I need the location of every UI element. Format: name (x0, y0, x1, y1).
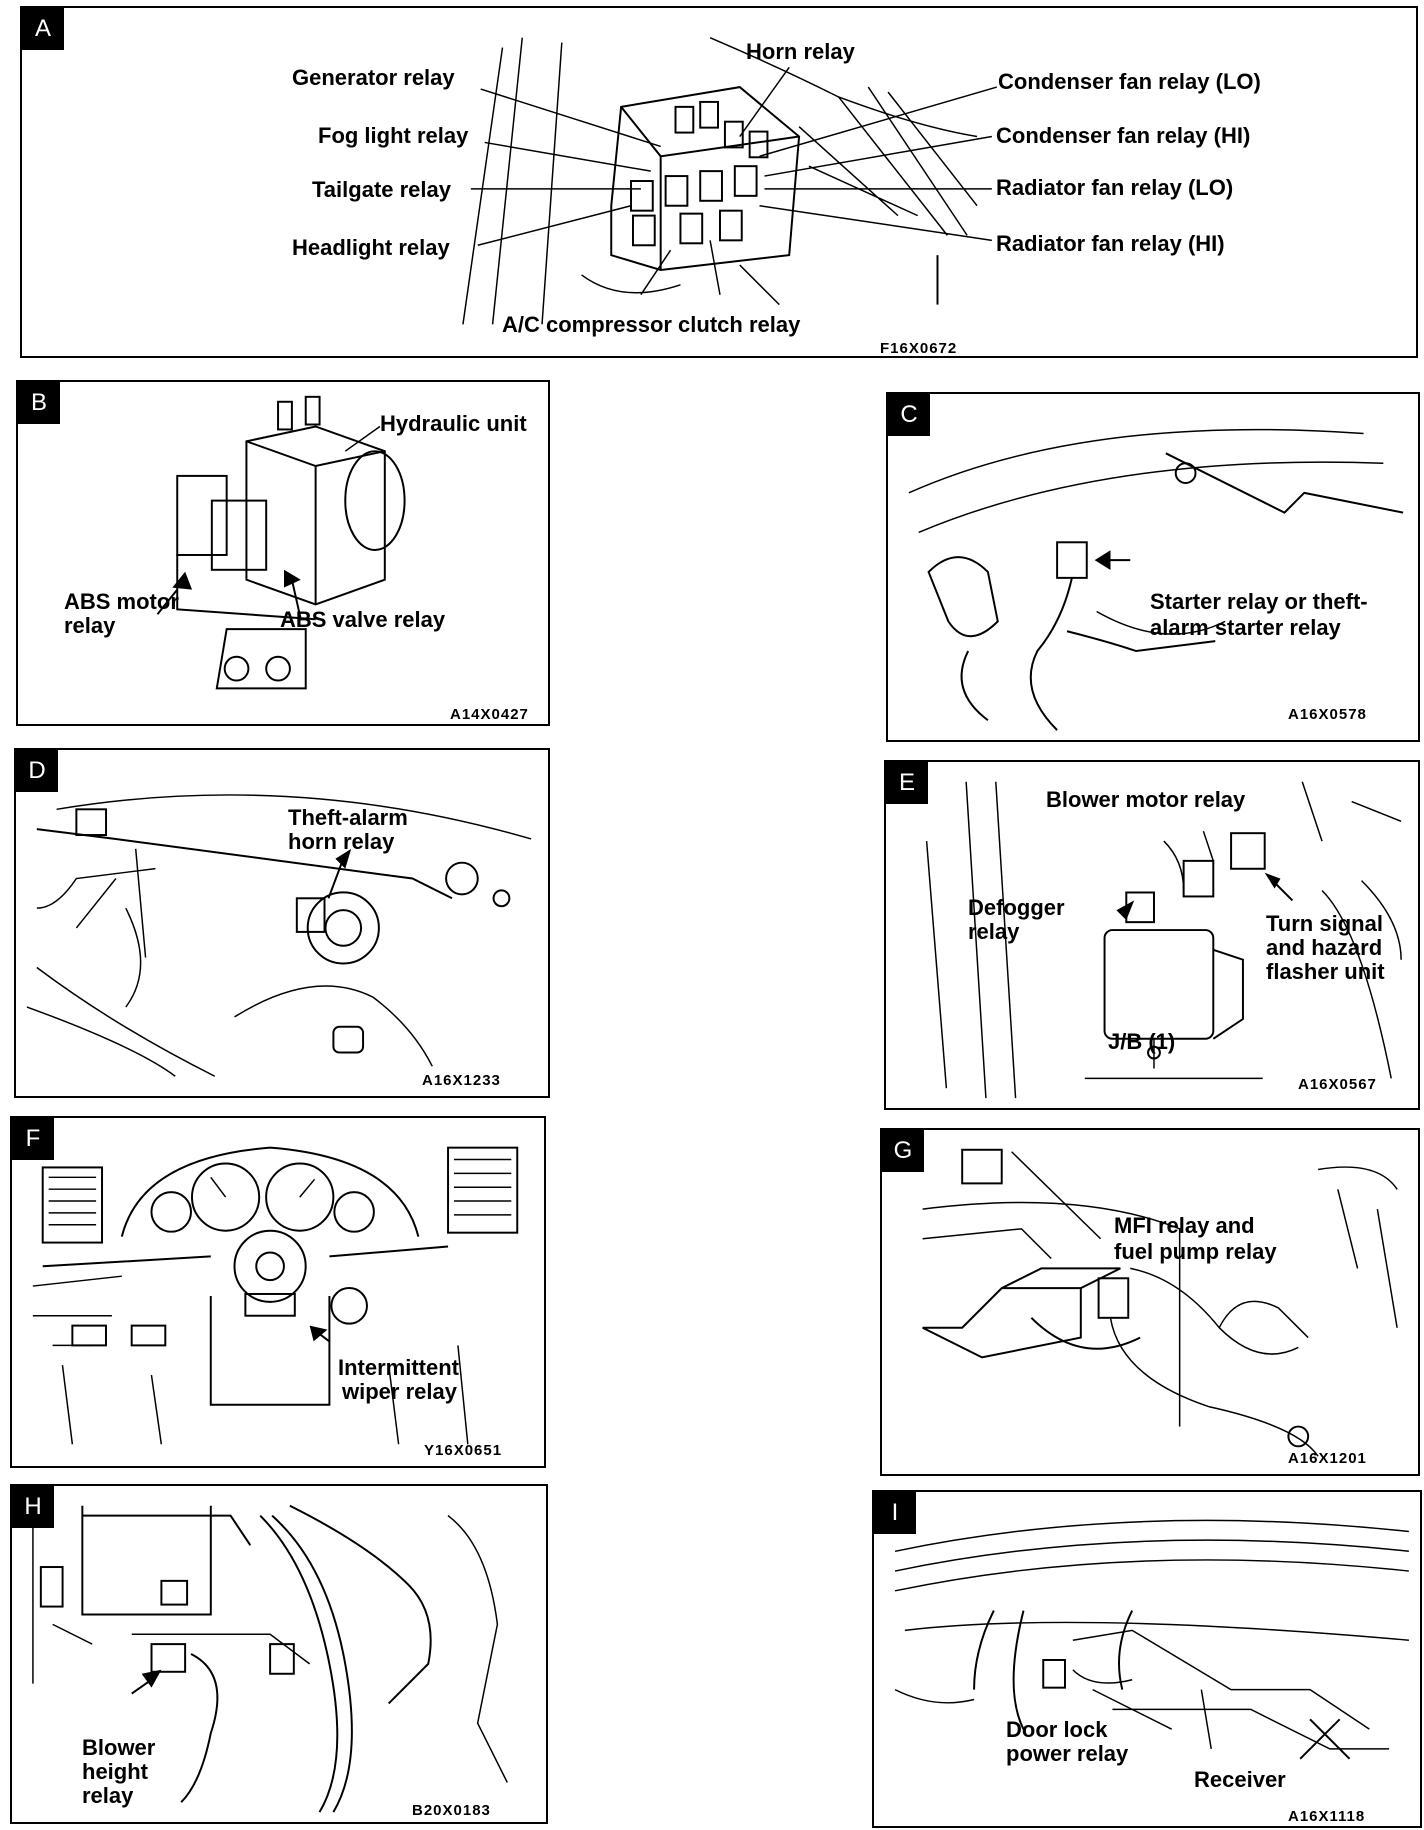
defogger-relay-label-1: Defogger (968, 895, 1065, 920)
intermittent-wiper-relay-label-2: wiper relay (342, 1379, 457, 1404)
door-lock-power-relay-label-1: Door lock (1006, 1717, 1108, 1742)
steering-column-illustration (32, 1146, 519, 1445)
condenser-fan-relay-hi-label: Condenser fan relay (HI) (996, 123, 1251, 148)
turn-signal-label-1: Turn signal (1266, 911, 1383, 936)
starter-relay-label-2: alarm starter relay (1150, 615, 1341, 640)
headlight-relay-label: Headlight relay (292, 235, 450, 260)
panel-d-letter: D (16, 750, 58, 792)
defogger-relay-label-2: relay (968, 919, 1020, 944)
blower-motor-relay-label: Blower motor relay (1046, 787, 1246, 812)
receiver-label: Receiver (1194, 1767, 1286, 1792)
intermittent-wiper-relay-label-1: Intermittent (338, 1355, 459, 1380)
door-lock-relay-illustration (894, 1519, 1409, 1760)
horn-relay-label: Horn relay (746, 39, 855, 64)
figure-code: A16X0567 (1298, 1076, 1377, 1093)
relay-box-illustration (462, 36, 998, 325)
panel-f-letter: F (12, 1118, 54, 1160)
starter-relay-illustration (908, 428, 1404, 731)
panel-d: D Theft-alarm horn relay A16X1233 (14, 748, 550, 1098)
hydraulic-unit-label: Hydraulic unit (380, 411, 527, 436)
panel-e-letter: E (886, 762, 928, 804)
figure-code: A14X0427 (450, 706, 529, 723)
figure-code: A16X1201 (1288, 1450, 1367, 1467)
turn-signal-label-2: and hazard (1266, 935, 1383, 960)
panel-e: E Blower motor relay Defogger relay Turn… (884, 760, 1420, 1110)
panel-g-letter: G (882, 1130, 924, 1172)
blower-height-relay-label-1: Blower (82, 1735, 156, 1760)
figure-code: Y16X0651 (424, 1442, 503, 1459)
junction-block-label: J/B (1) (1108, 1029, 1176, 1054)
mfi-relay-illustration (922, 1148, 1398, 1457)
starter-relay-label-1: Starter relay or theft- (1150, 589, 1368, 614)
panel-h-letter: H (12, 1486, 54, 1528)
abs-valve-relay-label: ABS valve relay (280, 607, 446, 632)
tailgate-relay-label: Tailgate relay (312, 177, 451, 202)
abs-unit-illustration (156, 395, 406, 690)
figure-code: A16X1118 (1288, 1808, 1366, 1825)
panel-c: C Starter relay or theft- alarm starter … (886, 392, 1420, 742)
figure-code: A16X1233 (422, 1072, 501, 1089)
panel-c-letter: C (888, 394, 930, 436)
junction-block-illustration (925, 781, 1402, 1099)
blower-height-relay-label-3: relay (82, 1783, 134, 1808)
fog-light-relay-label: Fog light relay (318, 123, 469, 148)
panel-h: H Blower height relay B20X0183 (10, 1484, 548, 1824)
figure-code: A16X0578 (1288, 706, 1367, 723)
figure-code: F16X0672 (880, 340, 958, 357)
panel-i: I Door lock power relay Receiver A16X111… (872, 1490, 1422, 1828)
figure-code: B20X0183 (412, 1802, 491, 1819)
mfi-relay-label-2: fuel pump relay (1114, 1239, 1277, 1264)
theft-alarm-horn-relay-label-2: horn relay (288, 829, 395, 854)
radiator-fan-relay-hi-label: Radiator fan relay (HI) (996, 231, 1225, 256)
condenser-fan-relay-lo-label: Condenser fan relay (LO) (998, 69, 1261, 94)
panel-f: F Intermittent wiper relay Y16X0651 (10, 1116, 546, 1468)
panel-b-letter: B (18, 382, 60, 424)
radiator-fan-relay-lo-label: Radiator fan relay (LO) (996, 175, 1234, 200)
panel-a: A Generator relay Fog light relay Tailga… (20, 6, 1418, 358)
generator-relay-label: Generator relay (292, 65, 455, 90)
abs-motor-relay-label-2: relay (64, 613, 116, 638)
theft-alarm-horn-relay-label-1: Theft-alarm (288, 805, 408, 830)
panel-i-letter: I (874, 1492, 916, 1534)
panel-g: G MFI relay and fuel pump relay A16X1201 (880, 1128, 1420, 1476)
panel-a-letter: A (22, 8, 64, 50)
mfi-relay-label-1: MFI relay and (1114, 1213, 1255, 1238)
abs-motor-relay-label-1: ABS motor (64, 589, 179, 614)
ac-compressor-clutch-relay-label: A/C compressor clutch relay (502, 312, 801, 337)
horn-relay-illustration (26, 794, 532, 1077)
door-lock-power-relay-label-2: power relay (1006, 1741, 1129, 1766)
panel-b: B Hydraulic unit ABS motor relay ABS val… (16, 380, 550, 726)
blower-height-relay-label-2: height (82, 1759, 148, 1784)
blower-height-relay-illustration (32, 1504, 508, 1813)
turn-signal-label-3: flasher unit (1266, 959, 1385, 984)
